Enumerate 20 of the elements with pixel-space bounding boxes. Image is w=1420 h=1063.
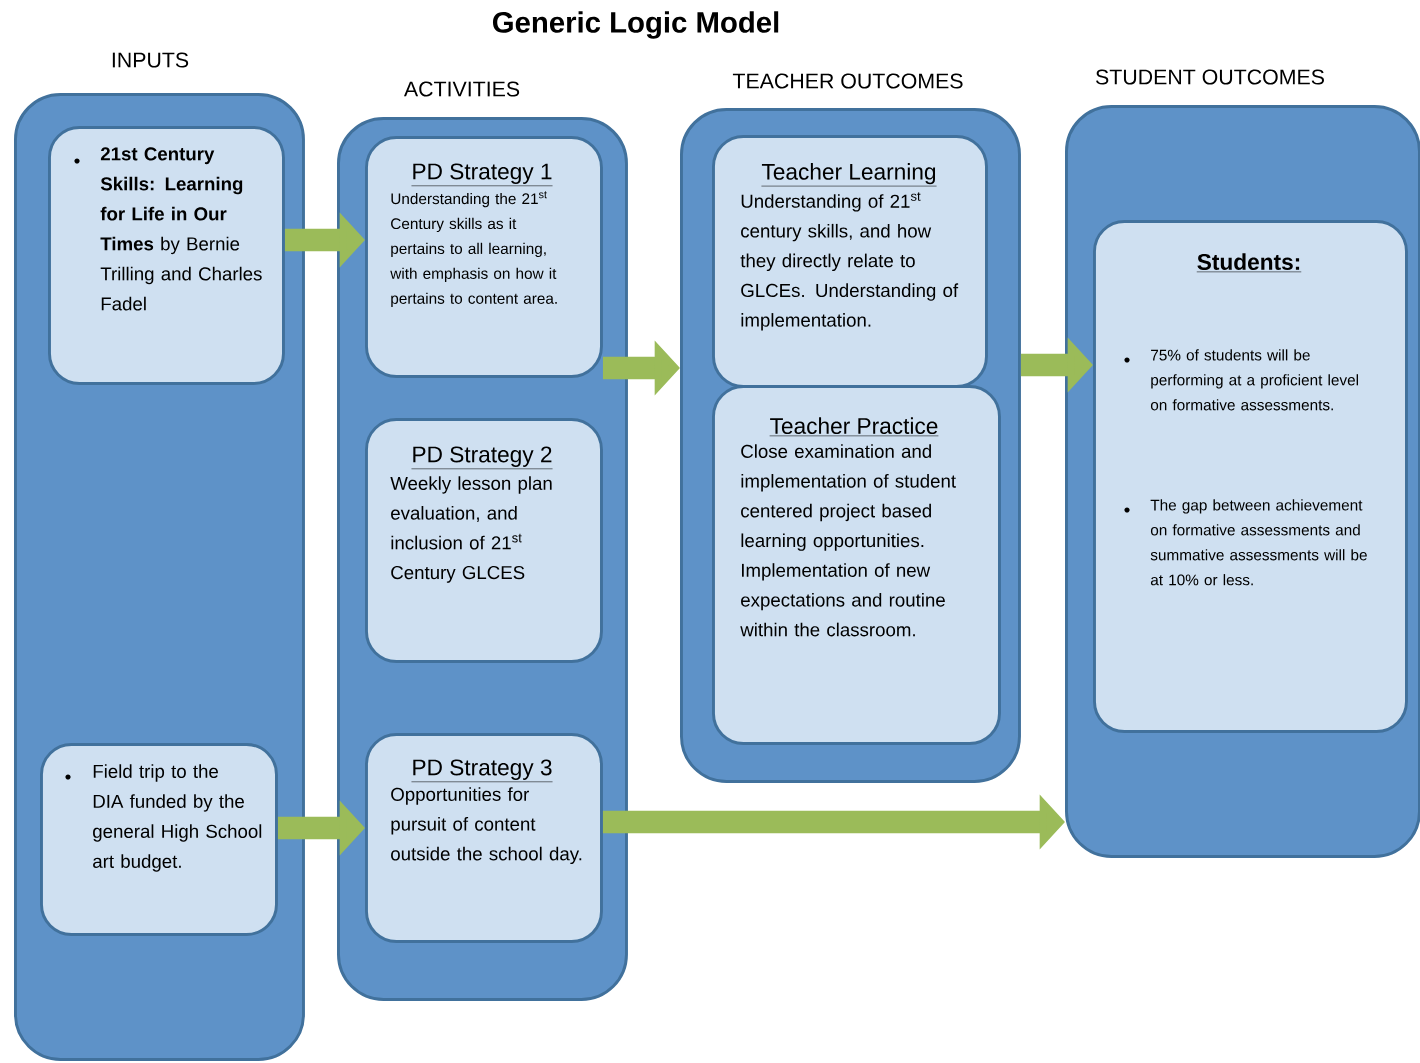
title: Generic Logic Model xyxy=(493,11,779,39)
column-heading: STUDENT OUTCOMES xyxy=(1096,69,1324,85)
body-text: Weekly lesson plan evaluation, and inclusion of 21$^{st}$ Century GLCES xyxy=(390,476,552,583)
body-text: 75% of students will be performing at a proficient level on formative assessments. xyxy=(1150,349,1358,411)
body-text: The gap between achievement on formative assessments and summative assessments will be at 10% or less. xyxy=(1150,499,1367,586)
column-heading: ACTIVITIES xyxy=(403,81,520,97)
box-heading: Students: xyxy=(1196,253,1302,273)
box-heading: Teacher Learning xyxy=(761,163,937,187)
column-heading: TEACHER OUTCOMES xyxy=(732,73,963,89)
body-text: 21st Century Skills: Learning for Life in Our Times by Bernie Trilling and Charles Fadel xyxy=(100,147,262,311)
box-heading: Teacher Practice xyxy=(769,417,939,437)
box-heading: PD Strategy 3 xyxy=(411,759,553,783)
body-text: Understanding the 21$^{st}$ Century skills as it pertains to all learning, with emphasis on how it pertains to content area. xyxy=(390,191,557,307)
column-heading: INPUTS xyxy=(112,52,189,68)
body-text: Understanding of 21$^{st}$ century skills, and how they directly relate to GLCEs. Understanding of implementation. xyxy=(740,192,959,331)
box-heading: PD Strategy 2 xyxy=(411,446,553,470)
body-text: Field trip to the DIA funded by the general High School art budget. xyxy=(93,764,262,872)
body-text: Close examination and implementation of student centered project based learning opportunities. Implementation of new expectations and routine within the classroom. xyxy=(740,444,956,637)
box-heading: PD Strategy 1 xyxy=(411,163,553,187)
body-text: Opportunities for pursuit of content outside the school day. xyxy=(391,787,582,865)
